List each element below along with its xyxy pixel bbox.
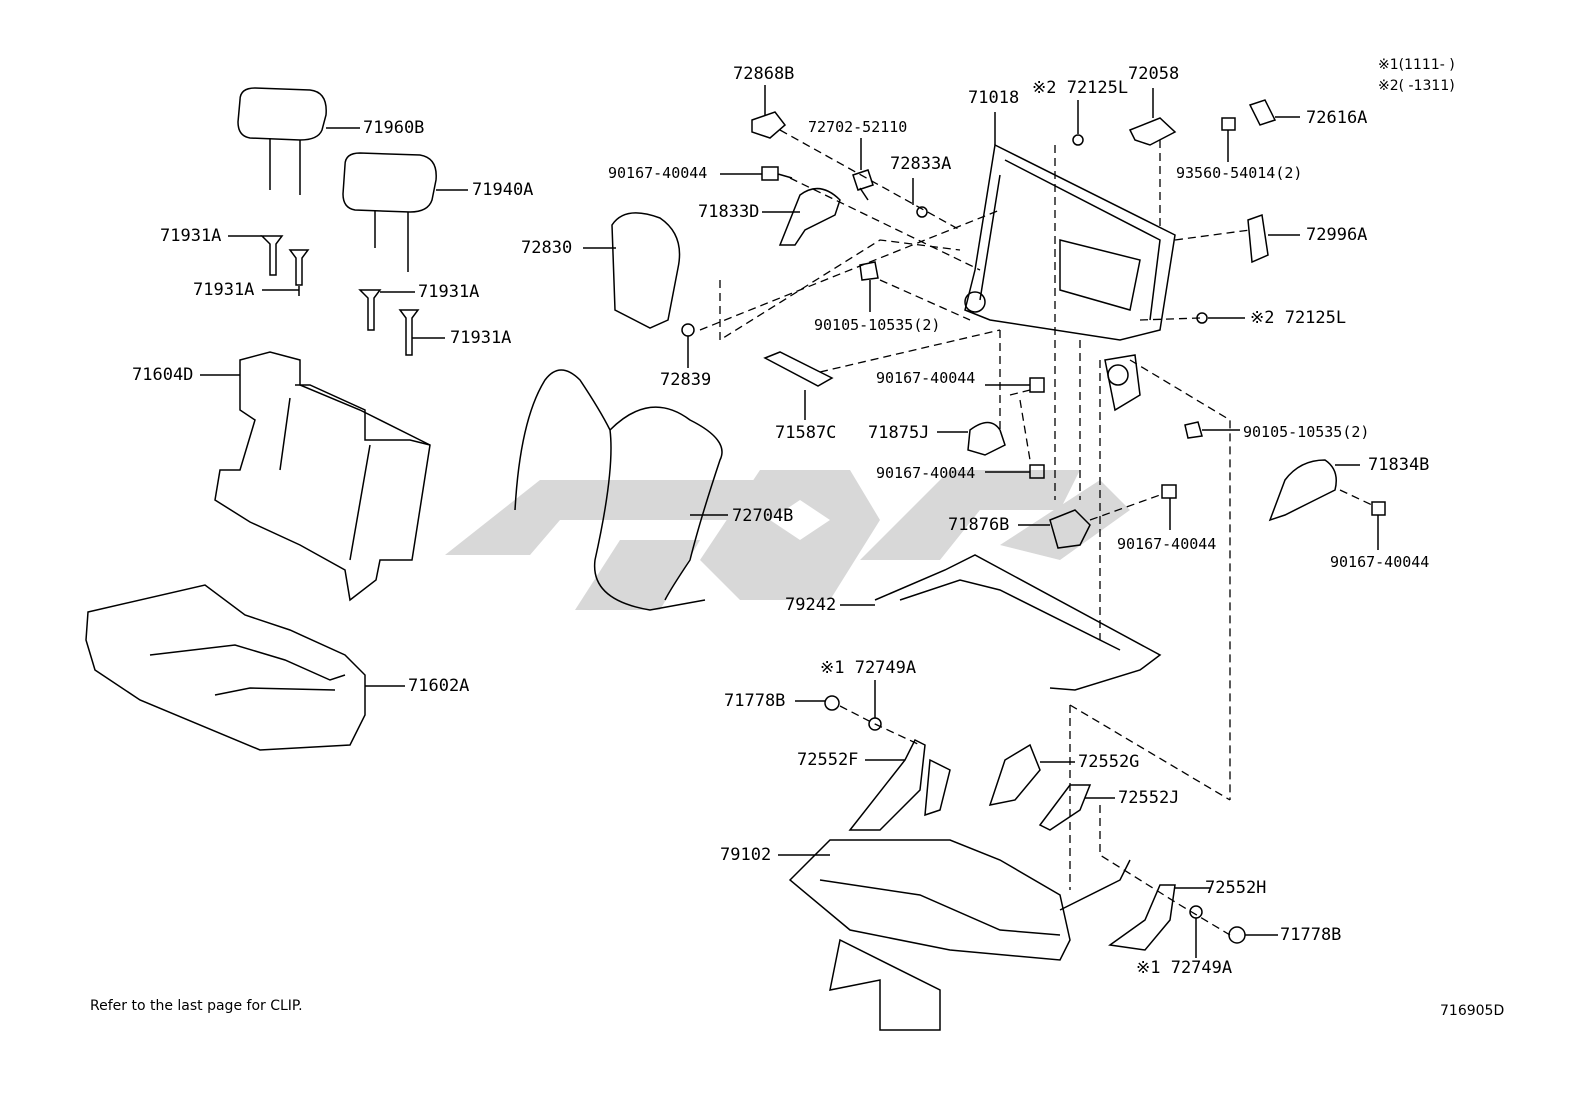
- label-72552h: 72552H: [1205, 878, 1267, 898]
- watermark-logo: [445, 470, 1130, 610]
- cushion-frame-79102: [788, 839, 1071, 961]
- bolt-90105-b: [1184, 421, 1203, 439]
- label-72552j: 72552J: [1118, 788, 1180, 808]
- bolt-90167-d: [1161, 484, 1177, 499]
- label-93560: 93560-54014(2): [1176, 164, 1303, 182]
- legend-note-1: ※1(1111- ): [1378, 57, 1455, 73]
- legend-note-2: ※2( -1311): [1378, 78, 1455, 94]
- label-90167-a: 90167-40044: [608, 164, 708, 182]
- trim-72552h: [1108, 884, 1176, 951]
- hinge-cover-71833d: [778, 187, 841, 246]
- cover-71875j: [967, 421, 1006, 456]
- label-72868b: 72868B: [733, 64, 795, 84]
- hinge-cover-71834b: [1268, 459, 1337, 522]
- label-71940a: 71940A: [472, 180, 534, 200]
- label-71602a: 71602A: [408, 676, 470, 696]
- bracket-79242: [874, 554, 1162, 691]
- label-90105-a: 90105-10535(2): [814, 316, 941, 334]
- label-72058: 72058: [1128, 64, 1180, 84]
- diagram-reference-code: 716905D: [1440, 1003, 1505, 1019]
- label-90167-d: 90167-40044: [1117, 535, 1217, 553]
- label-72749a-bottom: ※1 72749A: [1136, 958, 1233, 978]
- screw-93560: [1221, 117, 1236, 131]
- bolt-90105-a: [859, 261, 879, 281]
- seat-cushion-71602a: [85, 584, 366, 751]
- label-71875j: 71875J: [868, 423, 930, 443]
- bolt-90167-b: [1029, 377, 1045, 393]
- clip-reference-note: Refer to the last page for CLIP.: [90, 998, 303, 1014]
- cap-71778b-left: [824, 695, 840, 711]
- label-71960b: 71960B: [363, 118, 425, 138]
- label-71833d: 71833D: [698, 202, 760, 222]
- label-71931a-1: 71931A: [160, 226, 222, 246]
- spacer-72833a: [916, 206, 928, 218]
- label-72839: 72839: [660, 370, 712, 390]
- label-72830: 72830: [521, 238, 573, 258]
- trim-72552g: [988, 743, 1041, 806]
- label-71834b: 71834B: [1368, 455, 1430, 475]
- cover-71876b: [1049, 509, 1091, 549]
- bolt-90167-e: [1371, 501, 1386, 516]
- label-72552f: 72552F: [797, 750, 859, 770]
- label-72833a: 72833A: [890, 154, 952, 174]
- label-71931a-2: 71931A: [193, 280, 255, 300]
- seatback-71604d: [214, 351, 431, 602]
- trim-72552f: [848, 738, 926, 831]
- nut-72839: [681, 323, 695, 337]
- label-71778b-right: 71778B: [1280, 925, 1342, 945]
- label-71876b: 71876B: [948, 515, 1010, 535]
- label-72552g: 72552G: [1078, 752, 1140, 772]
- bracket-72868b: [751, 111, 787, 139]
- label-72749a-top: ※1 72749A: [820, 658, 917, 678]
- label-90167-e: 90167-40044: [1330, 553, 1430, 571]
- label-72702: 72702-52110: [808, 118, 908, 136]
- armrest-72830: [611, 212, 681, 329]
- label-72996a: [1247, 213, 1269, 264]
- label-71587c: 71587C: [775, 423, 837, 443]
- label-71931a-4: 71931A: [450, 328, 512, 348]
- release-cable-72704b: [514, 369, 706, 611]
- label-72125l-mid: ※2 72125L: [1250, 308, 1347, 328]
- headrest-71940b: [342, 152, 437, 213]
- label-79102: 79102: [720, 845, 772, 865]
- diagram-lines: [85, 85, 1386, 1031]
- clip-72125l-top: [1072, 134, 1084, 146]
- label-72616a: 72616A: [1306, 108, 1368, 128]
- label-72125l-top: ※2 72125L: [1032, 78, 1129, 98]
- label-72616a: [1248, 99, 1277, 126]
- label-90167-c: 90167-40044: [876, 464, 976, 482]
- cap-71778b-right: [1228, 926, 1246, 944]
- bolt-72702: [852, 169, 874, 201]
- label-71604d: 71604D: [132, 365, 194, 385]
- trim-72552j: [1038, 784, 1092, 831]
- headrest-71960b: [237, 87, 327, 141]
- label-79242: 79242: [785, 595, 837, 615]
- label-72996a: 72996A: [1306, 225, 1368, 245]
- label-90167-b: 90167-40044: [876, 369, 976, 387]
- label-71778b-left: 71778B: [724, 691, 786, 711]
- label-71018: 71018: [968, 88, 1020, 108]
- bolt-90167-a: [761, 166, 793, 181]
- dashed-leaders: [699, 129, 1373, 936]
- label-71931a-3: 71931A: [418, 282, 480, 302]
- label-72704b: 72704B: [732, 506, 794, 526]
- trim-strip-71587c: [763, 351, 834, 387]
- bracket-72058: [1128, 117, 1177, 146]
- label-90105-b: 90105-10535(2): [1243, 423, 1370, 441]
- bolt-90167-c: [1029, 464, 1045, 479]
